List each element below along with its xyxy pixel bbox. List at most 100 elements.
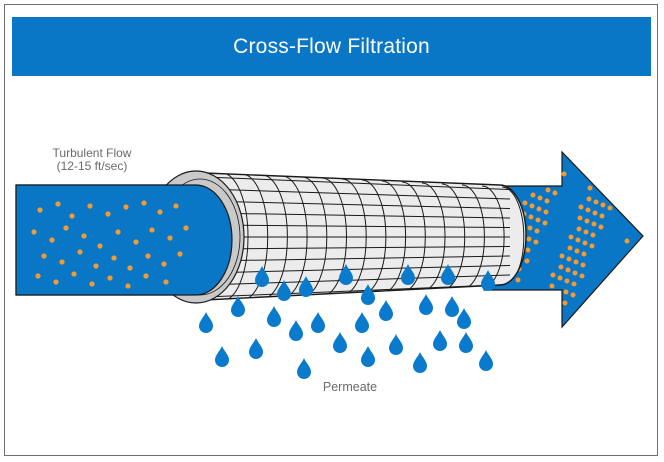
outlet-arrow bbox=[483, 150, 644, 329]
particle-dot bbox=[535, 217, 541, 223]
particle-dot bbox=[527, 225, 533, 231]
particle-dot bbox=[123, 204, 129, 210]
particle-dot bbox=[563, 289, 569, 295]
particle-dot bbox=[35, 273, 41, 279]
particle-dot bbox=[529, 203, 535, 209]
particle-dot bbox=[537, 195, 543, 201]
membrane-axial-line bbox=[204, 212, 511, 219]
particle-dot bbox=[574, 248, 580, 254]
particle-dot bbox=[69, 213, 75, 219]
diagram-title: Cross-Flow Filtration bbox=[233, 34, 430, 58]
particle-dot bbox=[584, 218, 590, 224]
particle-dot bbox=[71, 271, 77, 277]
particle-dot bbox=[63, 225, 69, 231]
particle-dot bbox=[557, 275, 563, 281]
water-droplet bbox=[419, 294, 433, 315]
water-droplet bbox=[389, 334, 403, 355]
membrane-axial-line bbox=[204, 200, 511, 209]
membrane-axial-line bbox=[204, 224, 511, 228]
particle-dot bbox=[573, 259, 579, 265]
particle-dot bbox=[141, 200, 147, 206]
particle-dot bbox=[570, 292, 576, 298]
particle-dot bbox=[580, 262, 586, 268]
title-banner: Cross-Flow Filtration bbox=[12, 17, 651, 76]
water-droplet bbox=[401, 264, 415, 285]
membrane-axial-line bbox=[204, 188, 511, 200]
water-droplet bbox=[361, 284, 375, 305]
particle-dot bbox=[592, 210, 598, 216]
particle-dot bbox=[133, 239, 139, 245]
particle-dot bbox=[587, 185, 593, 191]
particle-dot bbox=[545, 187, 551, 193]
particle-dot bbox=[571, 281, 577, 287]
particle-dot bbox=[49, 237, 55, 243]
water-droplet bbox=[267, 306, 281, 327]
particle-dot bbox=[566, 256, 572, 262]
particle-dot bbox=[149, 227, 155, 233]
water-droplet bbox=[355, 312, 369, 333]
water-droplet bbox=[255, 266, 269, 287]
particle-dot bbox=[549, 283, 555, 289]
particle-dot bbox=[582, 240, 588, 246]
particle-dot bbox=[81, 233, 87, 239]
particle-dot bbox=[558, 264, 564, 270]
particle-dot bbox=[589, 243, 595, 249]
particle-dot bbox=[598, 224, 604, 230]
particle-dot bbox=[593, 199, 599, 205]
water-droplet bbox=[433, 330, 447, 351]
particle-dot bbox=[143, 273, 149, 279]
particle-dot bbox=[599, 213, 605, 219]
water-droplet bbox=[413, 352, 427, 373]
particle-dot bbox=[572, 270, 578, 276]
particle-dot bbox=[607, 205, 613, 211]
particle-dot bbox=[576, 226, 582, 232]
water-droplet bbox=[361, 346, 375, 367]
inlet-particles-front bbox=[31, 200, 189, 289]
particle-dot bbox=[581, 251, 587, 257]
permeate-label: Permeate bbox=[322, 380, 378, 394]
particle-dot bbox=[567, 245, 573, 251]
particle-dot bbox=[41, 253, 47, 259]
water-droplet bbox=[479, 350, 493, 371]
water-droplet bbox=[379, 300, 393, 321]
particle-dot bbox=[522, 200, 528, 206]
particle-dot bbox=[111, 255, 117, 261]
water-droplet bbox=[199, 312, 213, 333]
particle-dot bbox=[161, 261, 167, 267]
water-droplet bbox=[289, 320, 303, 341]
particle-dot bbox=[526, 236, 532, 242]
particle-dot bbox=[55, 201, 61, 207]
particle-dot bbox=[53, 279, 59, 285]
particle-dot bbox=[530, 192, 536, 198]
particle-dot bbox=[544, 198, 550, 204]
water-droplet bbox=[311, 312, 325, 333]
particle-dot bbox=[579, 273, 585, 279]
membrane-axial-line bbox=[204, 246, 511, 250]
water-droplet bbox=[457, 308, 471, 329]
particle-dot bbox=[145, 253, 151, 259]
particle-dot bbox=[115, 229, 121, 235]
particle-dot bbox=[590, 232, 596, 238]
particle-dot bbox=[77, 249, 83, 255]
water-droplet bbox=[459, 332, 473, 353]
particle-dot bbox=[600, 202, 606, 208]
membrane-axial-line bbox=[204, 176, 511, 190]
particle-dot bbox=[37, 207, 43, 213]
particle-dot bbox=[157, 209, 163, 215]
particle-dot bbox=[524, 258, 530, 264]
particle-dot bbox=[97, 243, 103, 249]
particle-dot bbox=[515, 277, 521, 283]
particle-dot bbox=[93, 263, 99, 269]
particle-dot bbox=[577, 215, 583, 221]
particle-dot bbox=[542, 220, 548, 226]
particle-dot bbox=[167, 235, 173, 241]
membrane-axial-line bbox=[204, 274, 511, 286]
membrane-axial-line bbox=[204, 265, 511, 274]
membrane-axial-line bbox=[204, 284, 511, 298]
inlet-flow-label-line2: (12-15 ft/sec) bbox=[56, 159, 128, 173]
inlet-pipe-mouth bbox=[195, 184, 233, 296]
particle-dot bbox=[525, 247, 531, 253]
particle-dot bbox=[543, 209, 549, 215]
particle-dot bbox=[177, 251, 183, 257]
